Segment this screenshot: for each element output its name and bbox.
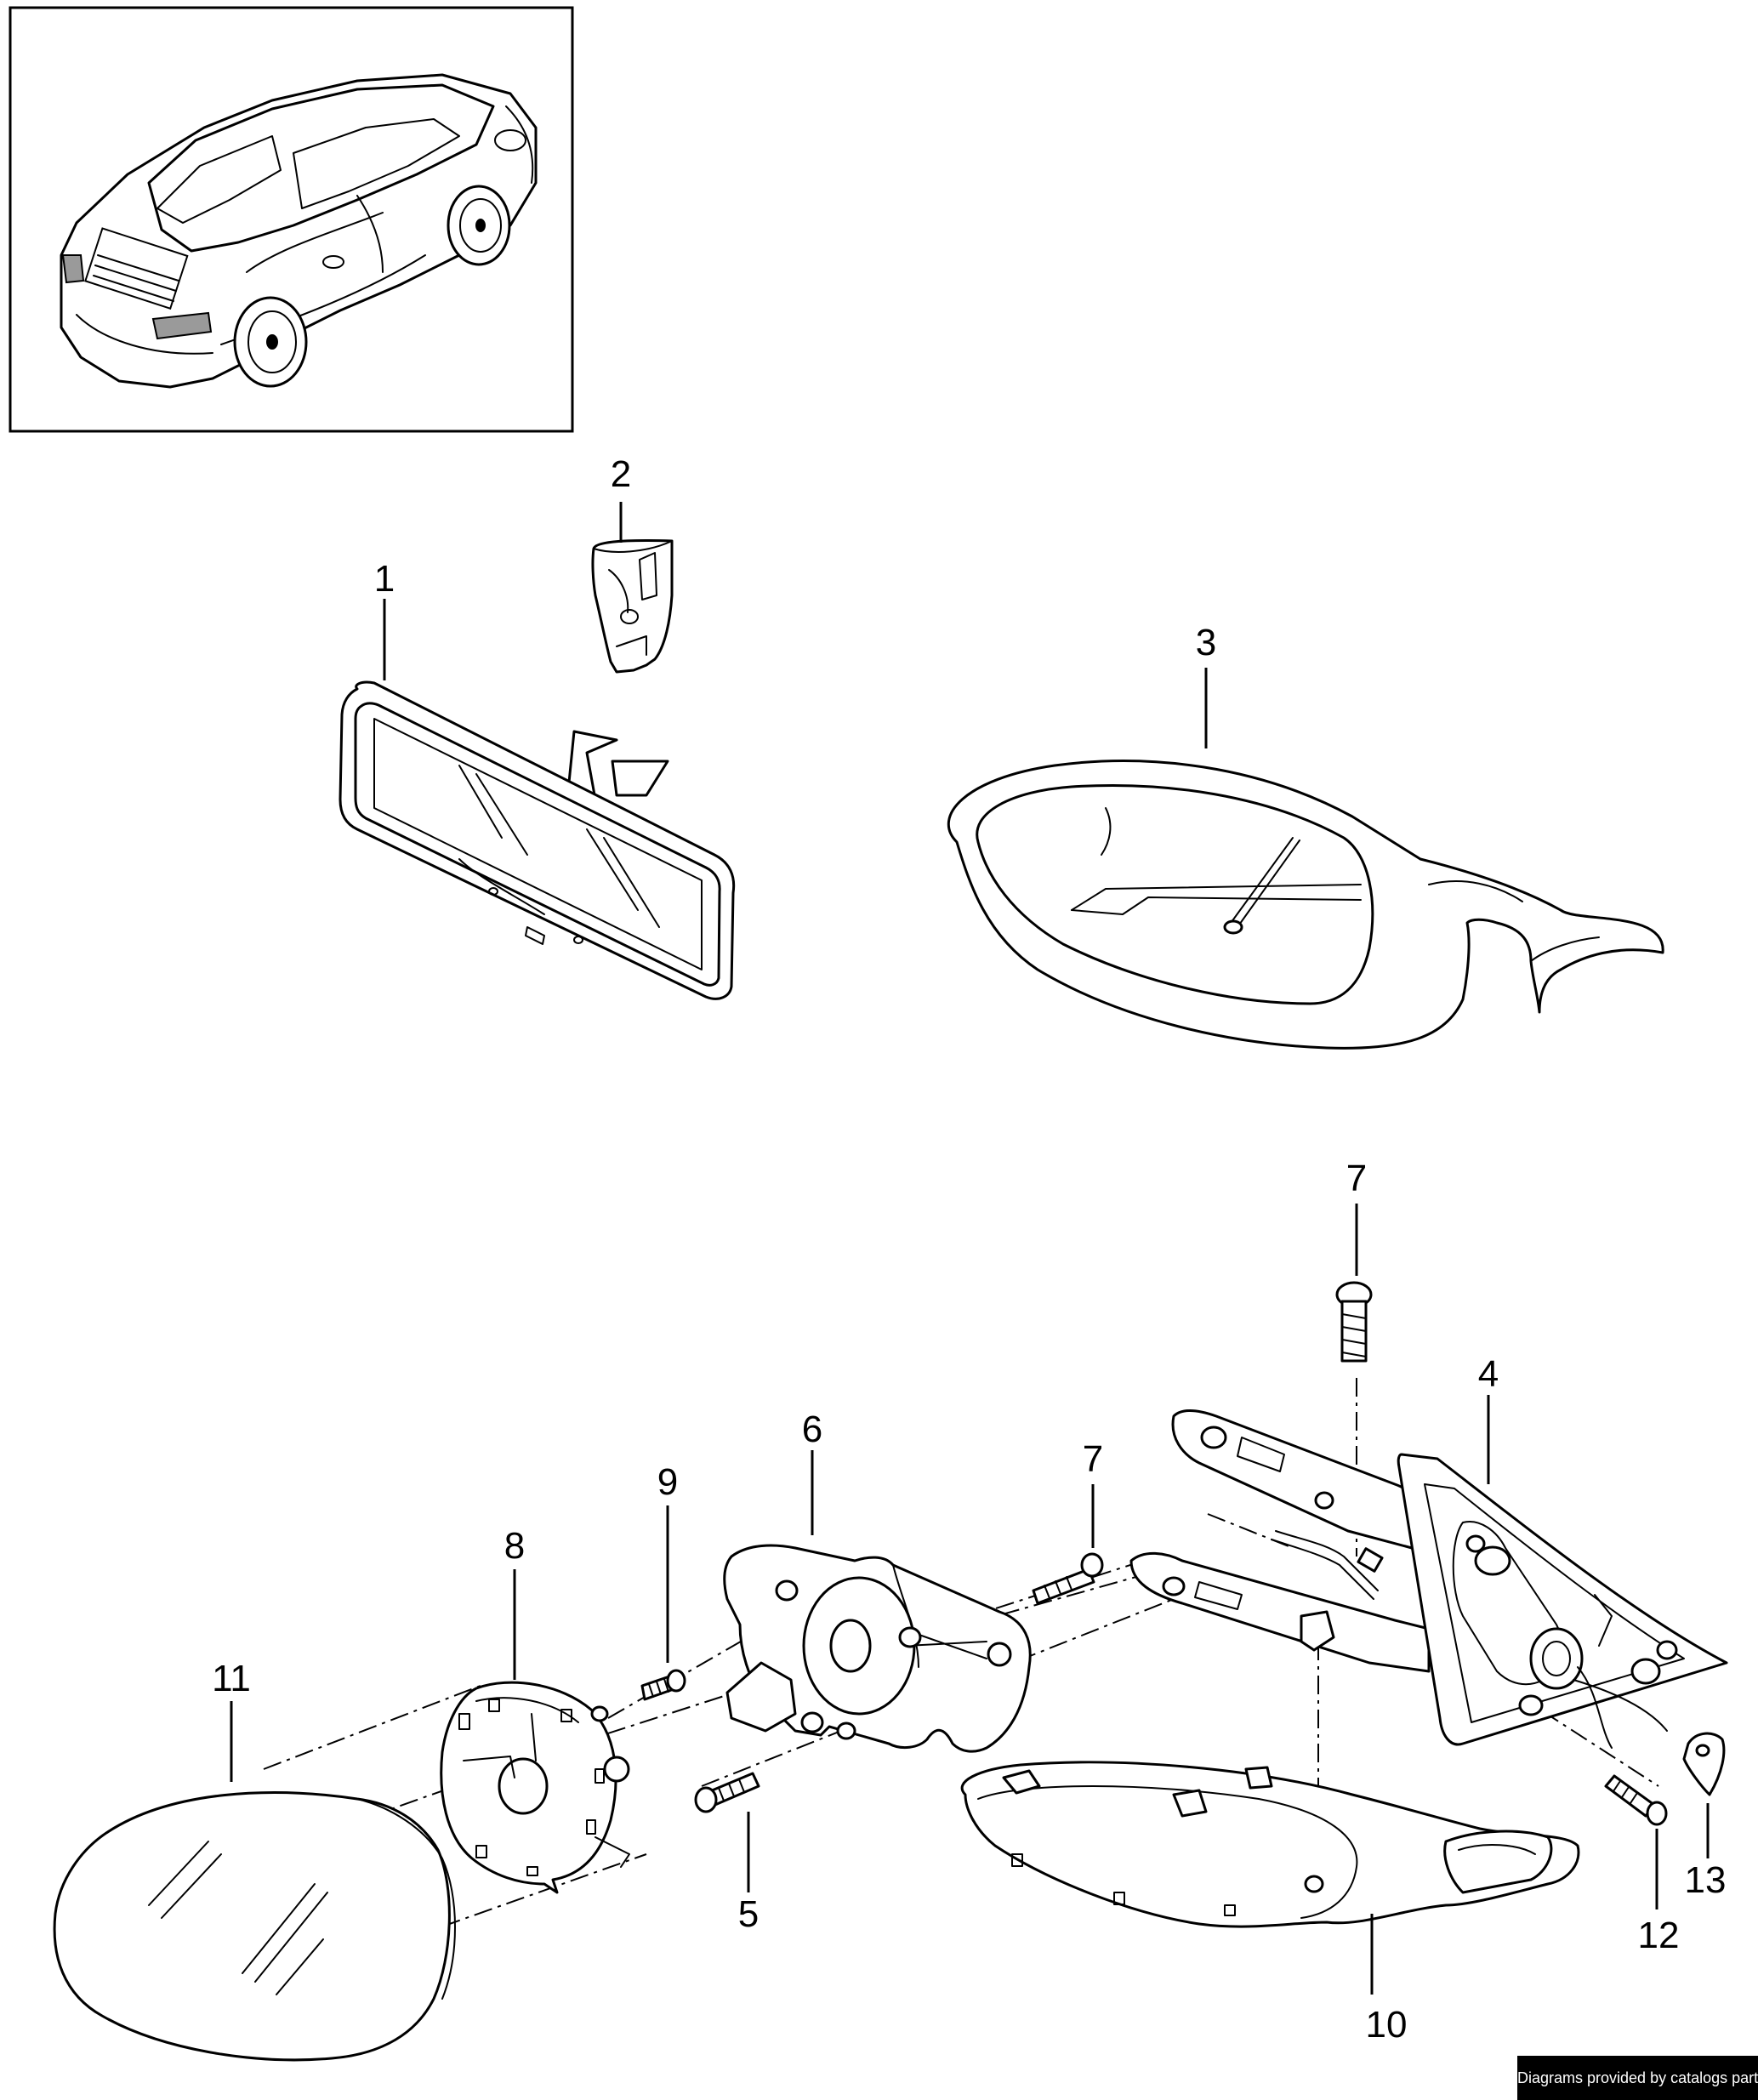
callout-12: 12: [1638, 1915, 1680, 1956]
part-12-screw: [1604, 1774, 1668, 1826]
part-1-interior-mirror: [339, 680, 736, 1000]
callout-9: 9: [657, 1461, 678, 1503]
part-4-mirror-base: [1129, 1409, 1728, 1749]
callout-7-lower: 7: [1083, 1438, 1103, 1480]
callout-8: 8: [504, 1525, 525, 1567]
car-illustration: [60, 73, 538, 389]
part-10-mirror-lower-cover: [960, 1761, 1580, 1928]
part-7-screw-upper: [1335, 1281, 1373, 1363]
callout-6: 6: [802, 1409, 822, 1450]
part-8-glass-carrier: [440, 1681, 630, 1894]
part-7-screw-lower: [1032, 1552, 1104, 1605]
part-6-adjuster-bracket: [723, 1544, 1032, 1753]
part-5-screw: [694, 1772, 760, 1813]
callout-3: 3: [1196, 622, 1216, 663]
callout-11: 11: [212, 1658, 251, 1699]
callout-labels: 1 2 3 4 5 6 7 7 8 9 10 11 12 13: [212, 453, 1726, 2046]
callout-1: 1: [374, 558, 395, 600]
credit-badge: Diagrams provided by catalogs parts: [1517, 2056, 1758, 2100]
callout-4: 4: [1478, 1353, 1499, 1395]
callout-13: 13: [1685, 1859, 1727, 1901]
callout-5: 5: [738, 1893, 759, 1935]
callout-10: 10: [1366, 2004, 1408, 2046]
part-13-grommet: [1682, 1732, 1726, 1796]
callout-2: 2: [611, 453, 631, 495]
part-9-screw: [640, 1669, 686, 1701]
part-2-mirror-base-cover: [591, 538, 674, 674]
callout-7-upper: 7: [1346, 1158, 1367, 1199]
part-3-exterior-mirror-housing: [947, 760, 1664, 1050]
part-11-mirror-glass: [53, 1791, 456, 2062]
car-overview-inset: [9, 6, 574, 433]
